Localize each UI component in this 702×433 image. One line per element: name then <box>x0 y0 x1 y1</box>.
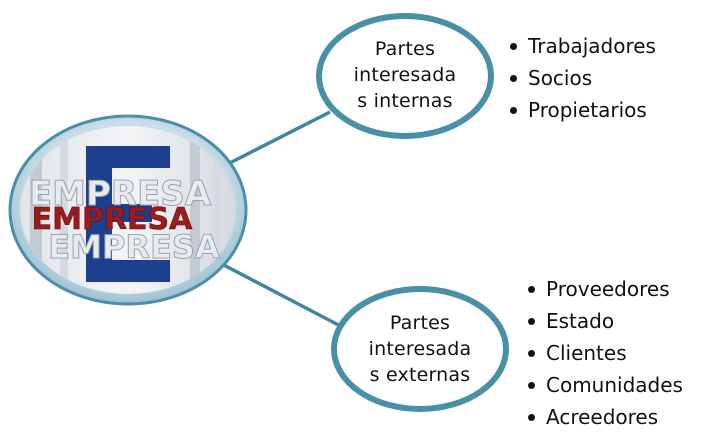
external-stakeholders-list: Proveedores Estado Clientes Comunidades … <box>526 273 683 433</box>
external-label-line-3: s externas <box>369 364 471 386</box>
external-label-line-1: Partes <box>389 312 451 334</box>
list-item: Clientes <box>526 337 683 369</box>
external-stakeholders-bubble <box>331 286 509 412</box>
company-node: EMPRESA EMPRESA EMPRESA <box>8 114 248 306</box>
external-label-line-2: interesada <box>368 338 472 360</box>
list-item: Estado <box>526 305 683 337</box>
connector-external <box>217 260 349 332</box>
internal-label-line-2: interesada <box>353 64 457 86</box>
internal-label-line-3: s internas <box>357 90 453 112</box>
list-item: Comunidades <box>526 369 683 401</box>
internal-stakeholders-label: Partes interesada s internas <box>335 36 475 114</box>
logo-word-bottom: EMPRESA <box>48 228 220 266</box>
external-stakeholders-label: Partes interesada s externas <box>350 310 490 388</box>
logo-word-top: EMPRESA <box>29 174 212 214</box>
list-item: Socios <box>508 62 656 94</box>
list-item: Proveedores <box>526 273 683 305</box>
internal-label-line-1: Partes <box>374 38 436 60</box>
connector-internal <box>219 110 331 170</box>
list-item: Acreedores <box>526 401 683 433</box>
logo-word-middle: EMPRESA <box>32 202 194 237</box>
list-item: Propietarios <box>508 94 656 126</box>
list-item: Trabajadores <box>508 30 656 62</box>
internal-stakeholders-bubble <box>316 13 494 139</box>
logo-letter-e <box>86 146 170 282</box>
internal-stakeholders-list: Trabajadores Socios Propietarios <box>508 30 656 126</box>
